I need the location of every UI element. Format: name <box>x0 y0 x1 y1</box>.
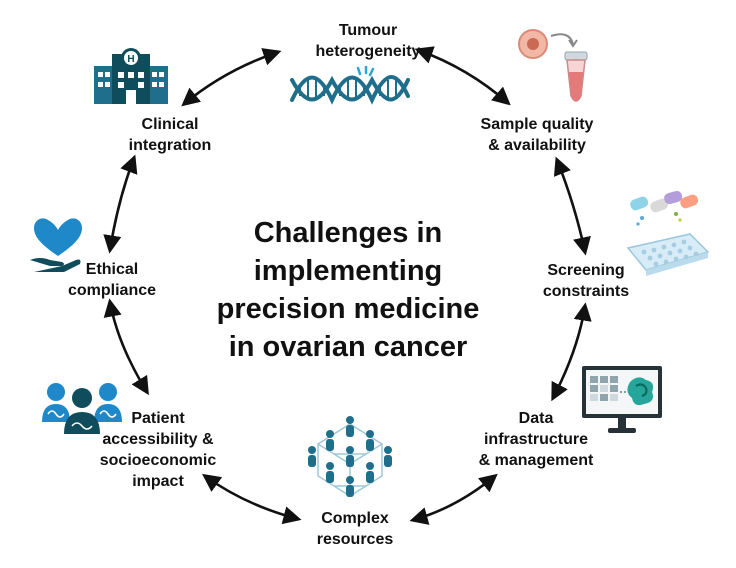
people-network-icon <box>308 416 392 497</box>
arrow-clinical-tumour <box>181 48 282 107</box>
node-label: Complex <box>321 510 389 527</box>
patient-group-icon <box>42 383 122 434</box>
node-label: Ethical <box>85 261 139 278</box>
node-patient-accessibility: Patient accessibility & socioeconomic im… <box>86 408 230 492</box>
arrow-screening-data <box>551 302 592 402</box>
node-label: accessibility & <box>102 431 214 448</box>
node-screening-constraints: Screening constraints <box>526 260 646 302</box>
arrow-tumour-sample <box>414 46 511 106</box>
node-clinical-integration: Clinical integration <box>120 114 220 156</box>
node-ethical-compliance: Ethical compliance <box>62 259 162 301</box>
computer-monitor-icon <box>582 366 662 433</box>
arrow-patient-ethical <box>103 298 149 396</box>
node-label: compliance <box>67 282 157 299</box>
node-label: integration <box>128 137 212 154</box>
node-data-infrastructure: Data infrastructure & management <box>466 408 606 471</box>
node-label: Clinical <box>141 116 199 133</box>
center-title: Challenges in implementing precision med… <box>188 214 508 366</box>
screening-plate-icon <box>626 190 710 276</box>
hospital-icon: H <box>94 48 168 104</box>
node-sample-quality: Sample quality & availability <box>462 114 612 156</box>
center-title-line: implementing <box>253 255 443 287</box>
arrow-complex-patient <box>202 473 302 525</box>
node-label: resources <box>316 531 394 548</box>
node-label: & availability <box>488 137 586 154</box>
arrow-ethical-clinical <box>103 154 138 254</box>
node-label: Data <box>518 410 554 427</box>
node-label: Tumour <box>338 22 398 39</box>
sample-tube-icon <box>518 29 588 102</box>
node-label: constraints <box>542 283 630 300</box>
node-label: heterogeneity <box>315 43 421 60</box>
node-label: infrastructure <box>483 431 589 448</box>
node-label: impact <box>132 473 184 490</box>
node-complex-resources: Complex resources <box>290 508 420 550</box>
node-label: socioeconomic <box>99 452 217 469</box>
node-label: & management <box>478 452 594 469</box>
arrow-data-complex <box>409 473 498 525</box>
dna-icon <box>290 66 410 105</box>
node-label: Sample quality <box>480 116 594 133</box>
heart-hand-icon <box>30 218 82 272</box>
node-tumour-heterogeneity: Tumour heterogeneity <box>298 20 438 62</box>
center-title-line: in ovarian cancer <box>228 331 468 363</box>
node-label: Patient <box>131 410 185 427</box>
center-title-line: precision medicine <box>216 293 480 325</box>
node-label: Screening <box>547 262 625 279</box>
center-title-line: Challenges in <box>253 217 443 249</box>
arrow-sample-screening <box>553 156 591 256</box>
svg-text:H: H <box>127 54 134 65</box>
